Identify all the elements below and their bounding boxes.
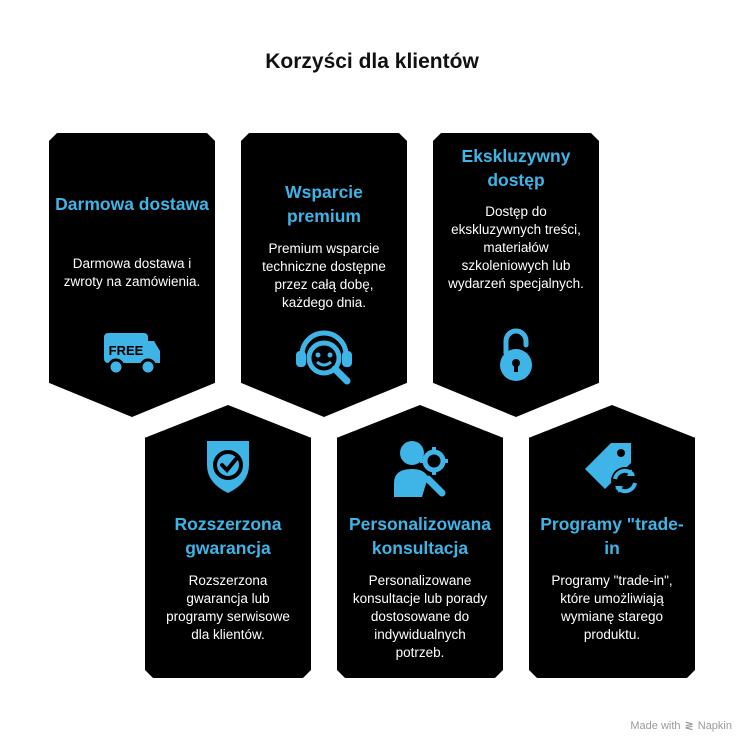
card-description: Darmowa dostawa i zwroty na zamówienia.	[63, 256, 201, 289]
made-with-napkin[interactable]: Made with ≷ Napkin	[630, 719, 732, 733]
card-extended-warranty: Rozszerzona gwarancja Rozszerzona gwaran…	[145, 405, 311, 678]
page-title: Korzyści dla klientów	[265, 50, 479, 73]
shield-check-icon	[203, 437, 253, 500]
price-tag-exchange-icon	[581, 437, 643, 504]
card-description: Premium wsparcie techniczne dostępne prz…	[262, 241, 386, 310]
person-gear-icon	[392, 437, 448, 504]
footer-brand: Napkin	[697, 719, 732, 732]
unlocked-padlock-icon	[494, 323, 538, 390]
card-description: Dostęp do ekskluzywnych treści, materiał…	[448, 204, 584, 291]
card-trade-in: Programy "trade-in Programy "trade-in", …	[529, 405, 695, 678]
free-delivery-truck-icon: FREE	[102, 327, 162, 382]
card-premium-support: Wsparcie premium Premium wsparcie techni…	[241, 133, 407, 417]
napkin-logo-icon: ≷	[684, 720, 694, 732]
icon-label: FREE	[109, 343, 144, 358]
card-title: Wsparcie premium	[285, 182, 363, 226]
card-title: Personalizowana konsultacja	[349, 514, 491, 558]
card-title: Rozszerzona gwarancja	[174, 514, 282, 558]
footer-made-with: Made with	[630, 719, 681, 732]
card-description: Rozszerzona gwarancja lub programy serwi…	[166, 573, 290, 642]
card-exclusive-access: Ekskluzywny dostęp Dostęp do ekskluzywny…	[433, 133, 599, 417]
card-description: Programy "trade-in", które umożliwiają w…	[551, 573, 673, 642]
card-free-delivery: Darmowa dostawa Darmowa dostawa i zwroty…	[49, 133, 215, 417]
card-title: Ekskluzywny dostęp	[461, 146, 571, 190]
card-personalized-consultation: Personalizowana konsultacja Personalizow…	[337, 405, 503, 678]
card-title: Darmowa dostawa	[55, 194, 209, 214]
headset-support-icon	[292, 323, 356, 390]
card-title: Programy "trade-in	[540, 514, 684, 558]
card-description: Personalizowane konsultacje lub porady d…	[352, 573, 488, 660]
